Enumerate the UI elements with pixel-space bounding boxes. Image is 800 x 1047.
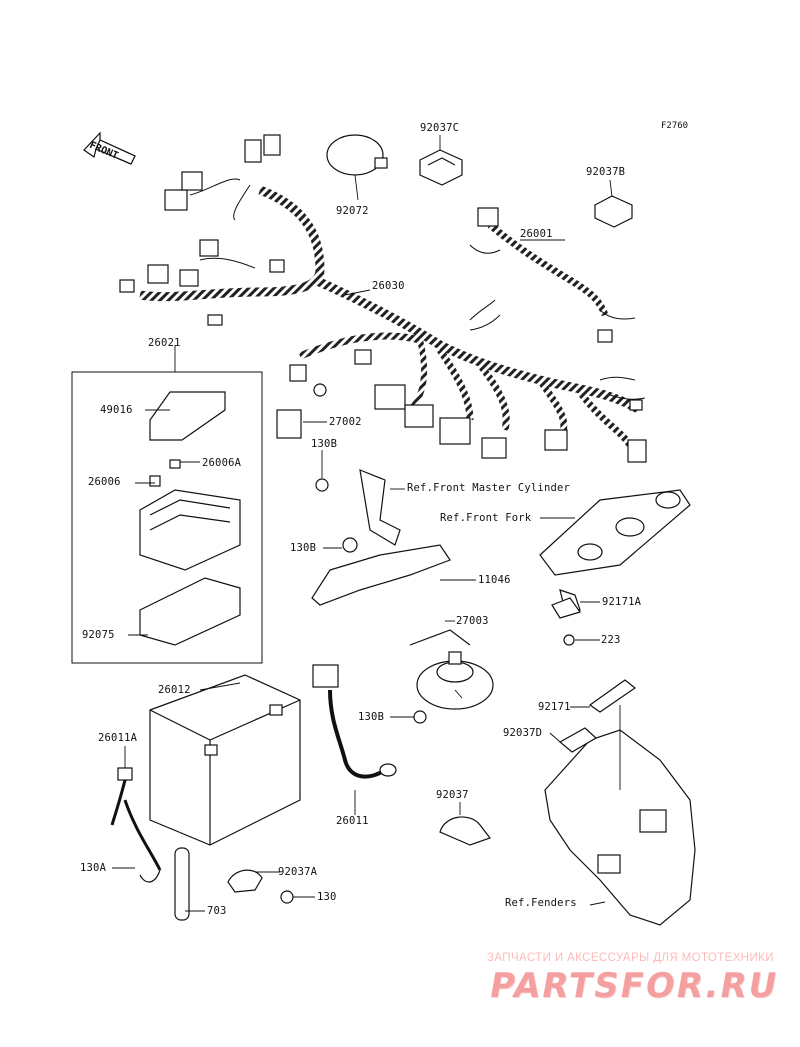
part-label-92037c: 92037C xyxy=(420,122,460,134)
fuse-box-cover-49016 xyxy=(149,391,226,441)
relay-27002 xyxy=(276,409,302,439)
part-label-130: 130 xyxy=(317,891,337,903)
rear-fender xyxy=(544,679,696,926)
part-label-11046: 11046 xyxy=(478,574,511,586)
part-label-92072: 92072 xyxy=(336,205,369,217)
part-label-130a: 130A xyxy=(80,862,107,874)
part-label-92037d: 92037D xyxy=(503,727,543,739)
clamp-92037b xyxy=(594,195,633,228)
part-label-26006a: 26006A xyxy=(202,457,242,469)
part-label-703: 703 xyxy=(207,905,227,917)
part-label-130b-low: 130B xyxy=(358,711,385,723)
part-label-26011a: 26011A xyxy=(98,732,138,744)
front-fork-triple-clamp xyxy=(539,489,691,611)
part-label-27002: 27002 xyxy=(329,416,362,428)
sub-harness-26001 xyxy=(469,207,636,343)
part-label-26021: 26021 xyxy=(148,337,181,349)
bolt-130b xyxy=(413,710,427,724)
clip-92171a xyxy=(551,597,581,619)
part-label-92037a: 92037A xyxy=(278,866,318,878)
ref-fenders: Ref.Fenders xyxy=(505,897,577,909)
part-label-223: 223 xyxy=(601,634,621,646)
part-label-26001: 26001 xyxy=(520,228,553,240)
figure-code: F2760 xyxy=(661,121,689,131)
leader-lines xyxy=(112,135,621,912)
connector-cluster-right xyxy=(289,349,647,463)
fuse-box-body xyxy=(139,489,241,571)
clamp-92037 xyxy=(439,816,491,846)
watermark-logo: PARTSFOR.RU xyxy=(486,966,782,1006)
battery-26012 xyxy=(149,674,301,846)
part-label-26012: 26012 xyxy=(158,684,191,696)
part-label-130b-top: 130B xyxy=(311,438,338,450)
battery-cable-26011a xyxy=(110,767,162,883)
part-label-92171: 92171 xyxy=(538,701,571,713)
main-wiring-harness xyxy=(139,178,646,448)
ref-front-master-cylinder: Ref.Front Master Cylinder xyxy=(407,482,571,494)
horn-27003 xyxy=(409,629,494,710)
fuse-box-group-frame xyxy=(71,371,263,664)
part-label-92037b: 92037B xyxy=(586,166,626,178)
clamp-92037a xyxy=(227,869,263,893)
connector-cluster-left xyxy=(119,134,285,326)
mounting-bracket-11046 xyxy=(311,469,451,606)
part-label-26030: 26030 xyxy=(372,280,405,292)
part-label-49016: 49016 xyxy=(100,404,133,416)
fuse-box-tray-92075 xyxy=(139,577,241,646)
cable-tie-92072 xyxy=(326,134,388,176)
battery-cable-26011 xyxy=(312,664,397,779)
part-label-26006: 26006 xyxy=(88,476,121,488)
bolt-130 xyxy=(280,890,294,904)
watermark-tagline: ЗАПЧАСТИ И АКСЕССУАРЫ ДЛЯ МОТОТЕХНИКИ xyxy=(487,952,774,964)
bolt-223 xyxy=(563,634,575,646)
breather-tube-703 xyxy=(174,847,190,921)
part-label-130b-mid: 130B xyxy=(290,542,317,554)
clamp-92037c xyxy=(419,149,463,186)
front-arrow-icon xyxy=(83,131,136,165)
part-label-26011: 26011 xyxy=(336,815,369,827)
part-label-27003: 27003 xyxy=(456,615,489,627)
part-label-92075: 92075 xyxy=(82,629,115,641)
ref-front-fork: Ref.Front Fork xyxy=(440,512,532,524)
fuse-26006a xyxy=(149,459,181,487)
part-label-92037: 92037 xyxy=(436,789,469,801)
part-label-92171a: 92171A xyxy=(602,596,642,608)
